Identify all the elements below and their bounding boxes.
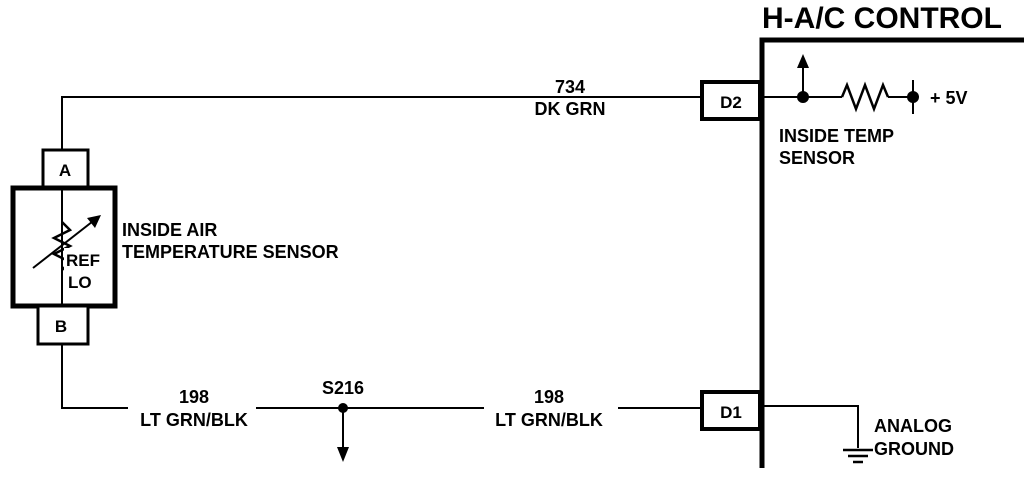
pullup-resistor-icon <box>840 81 890 113</box>
connector-d2-label: D2 <box>720 93 742 112</box>
splice-label: S216 <box>322 378 364 398</box>
ref-label-backdrop <box>64 248 108 292</box>
internal-sensor-label-1: INSIDE TEMP <box>779 126 894 146</box>
wire-734-circuit: 734 <box>555 77 585 97</box>
thermistor-variable-arrow <box>32 217 98 269</box>
module-title: H-A/C CONTROL <box>762 2 1002 35</box>
down-arrow-icon <box>337 447 349 462</box>
variable-arrow-head-icon <box>87 215 101 228</box>
up-arrow-icon <box>797 54 809 68</box>
connector-d1 <box>700 390 762 431</box>
sensor-label-2: TEMPERATURE SENSOR <box>122 242 339 262</box>
supply-label: + 5V <box>930 88 968 108</box>
wire-198-left-color: LT GRN/BLK <box>140 410 248 430</box>
ground-label-2: GROUND <box>874 439 954 459</box>
internal-sensor-label-2: SENSOR <box>779 148 855 168</box>
sensor-ref-label-1: REF <box>66 251 100 270</box>
wire-734-color: DK GRN <box>535 99 606 119</box>
connector-d1-label: D1 <box>720 403 742 422</box>
ground-label-1: ANALOG <box>874 416 952 436</box>
ground-wire <box>762 405 859 448</box>
connector-d2 <box>700 80 762 121</box>
sensor-ref-label-2: LO <box>68 273 92 292</box>
sensor-pin-b <box>36 304 90 346</box>
wire-198-left-a <box>61 344 128 409</box>
wire-198-right-circuit: 198 <box>534 387 564 407</box>
sensor-pin-b-label: B <box>55 317 67 336</box>
wire-198-left-circuit: 198 <box>179 387 209 407</box>
sensor-label-1: INSIDE AIR <box>122 220 217 240</box>
wire-734 <box>61 96 702 150</box>
module-boundary <box>759 37 1024 468</box>
wire-198-right-color: LT GRN/BLK <box>495 410 603 430</box>
sensor-pin-a-label: A <box>59 161 71 180</box>
sensor-pin-a <box>41 148 90 190</box>
